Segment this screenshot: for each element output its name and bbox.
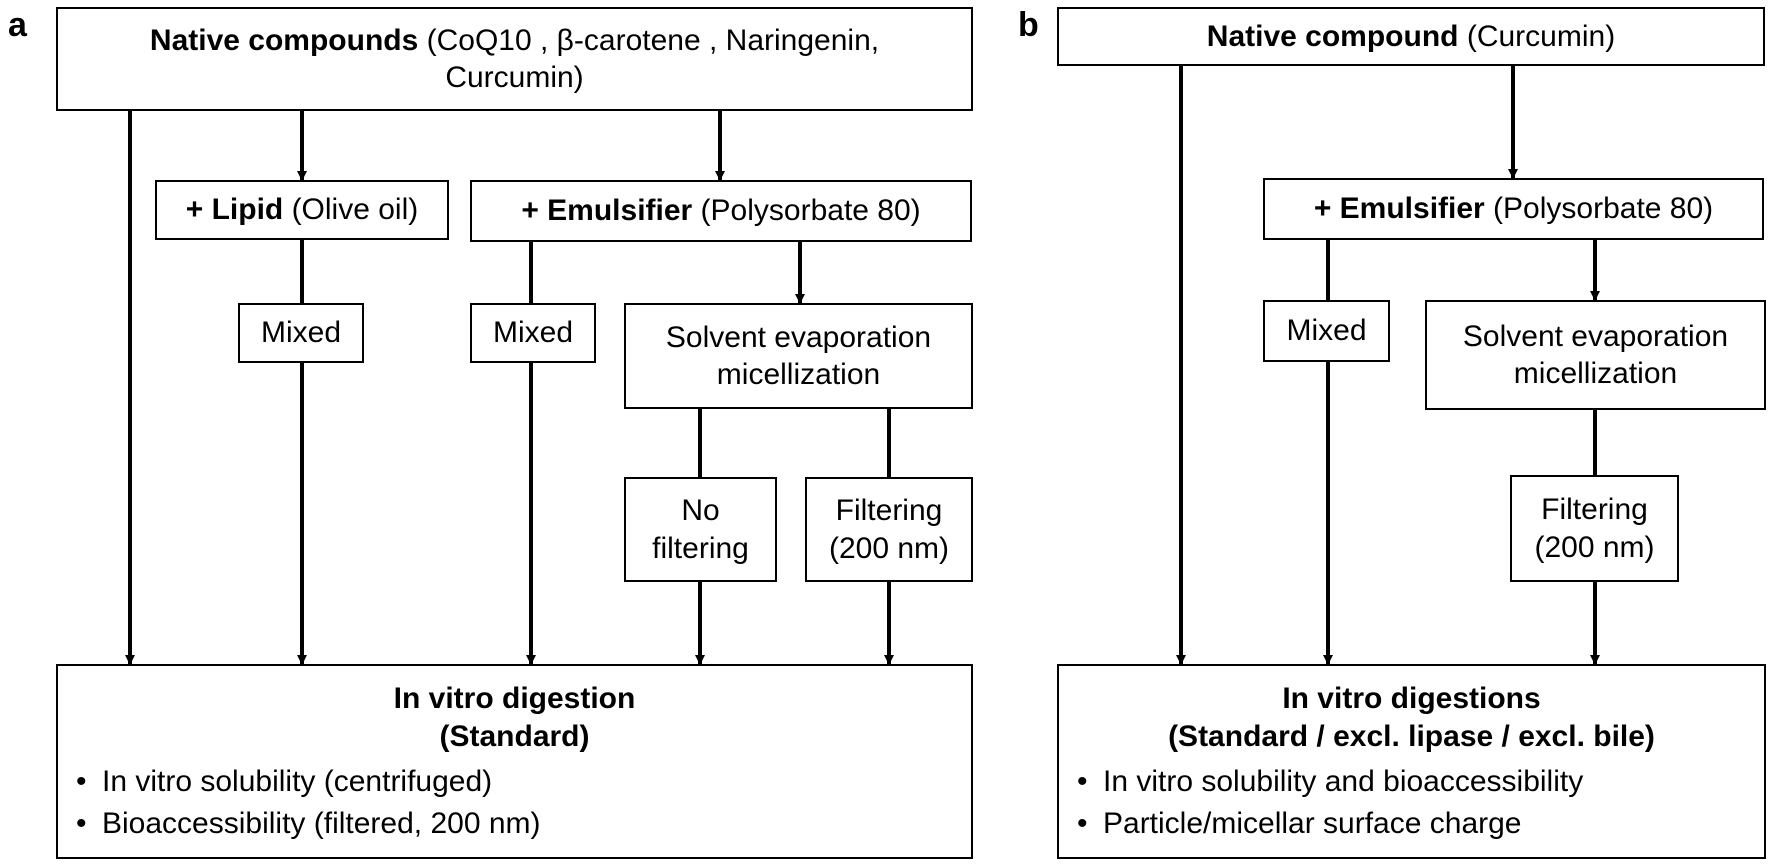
- solvent-line2: micellization: [716, 358, 881, 391]
- b-solvent-line2: micellization: [1513, 357, 1678, 390]
- b-mixed-box: Mixed: [1263, 300, 1390, 362]
- digestion-title: In vitro digestion: [393, 682, 636, 715]
- no-filtering-line2: filtering: [652, 531, 749, 565]
- lipid-box: + Lipid (Olive oil): [155, 180, 449, 240]
- digestion-bullet: In vitro solubility (centrifuged): [76, 761, 971, 803]
- b-mixed-label: Mixed: [1286, 314, 1367, 348]
- b-emulsifier-box: + Emulsifier (Polysorbate 80): [1263, 178, 1764, 240]
- digestion-bullet: Bioaccessibility (filtered, 200 nm): [76, 803, 971, 845]
- b-digestion-box: In vitro digestions (Standard / excl. li…: [1057, 664, 1766, 859]
- lipid-detail: (Olive oil): [283, 193, 419, 227]
- emulsifier-box: + Emulsifier (Polysorbate 80): [470, 180, 972, 242]
- b-digestion-subtitle: (Standard / excl. lipase / excl. bile): [1168, 719, 1655, 753]
- solvent-line1: Solvent evaporation: [665, 320, 932, 354]
- filtering-line2: (200 nm): [828, 531, 950, 565]
- panel-a-label: a: [8, 6, 27, 44]
- b-solvent-evaporation-box: Solvent evaporation micellization: [1425, 300, 1766, 410]
- lipid-bold: + Lipid: [185, 193, 284, 227]
- native-compounds-bold: Native compounds: [149, 23, 419, 57]
- native-compounds-detail: (CoQ10 , β-carotene , Naringenin,: [418, 23, 880, 57]
- filtering-box: Filtering (200 nm): [805, 477, 973, 582]
- emulsifier-bold: + Emulsifier: [521, 194, 693, 228]
- native-compounds-line2: Curcumin): [445, 61, 584, 94]
- b-filtering-line1: Filtering: [1541, 493, 1648, 526]
- b-emulsifier-bold: + Emulsifier: [1313, 192, 1485, 226]
- panel-b-label: b: [1018, 6, 1039, 44]
- native-compounds-box: Native compounds (CoQ10 , β-carotene , N…: [56, 7, 973, 111]
- b-digestion-bullet: In vitro solubility and bioaccessibility: [1077, 761, 1764, 803]
- no-filtering-box: No filtering: [624, 477, 777, 582]
- solvent-evaporation-box: Solvent evaporation micellization: [624, 303, 973, 409]
- b-native-bold: Native compound: [1206, 19, 1459, 53]
- mixed-emulsifier-label: Mixed: [492, 316, 574, 350]
- b-filtering-box: Filtering (200 nm): [1510, 475, 1679, 582]
- mixed-lipid-label: Mixed: [260, 316, 342, 350]
- b-native-detail: (Curcumin): [1458, 19, 1616, 53]
- mixed-lipid-box: Mixed: [238, 303, 364, 363]
- b-solvent-line1: Solvent evaporation: [1462, 319, 1729, 353]
- filtering-line1: Filtering: [835, 494, 943, 527]
- emulsifier-detail: (Polysorbate 80): [692, 194, 921, 228]
- b-digestion-bullet: Particle/micellar surface charge: [1077, 803, 1764, 845]
- native-compounds-line1: Native compounds (CoQ10 , β-carotene , N…: [150, 22, 879, 60]
- digestion-subtitle: (Standard): [439, 719, 590, 753]
- no-filtering-line1: No: [681, 494, 720, 527]
- digestion-bullets: In vitro solubility (centrifuged) Bioacc…: [58, 761, 971, 845]
- digestion-box: In vitro digestion (Standard) In vitro s…: [56, 664, 973, 859]
- b-digestion-bullets: In vitro solubility and bioaccessibility…: [1059, 761, 1764, 845]
- b-digestion-title: In vitro digestions: [1282, 682, 1541, 715]
- mixed-emulsifier-box: Mixed: [470, 303, 596, 363]
- b-emulsifier-detail: (Polysorbate 80): [1484, 192, 1714, 226]
- b-filtering-line2: (200 nm): [1534, 530, 1655, 564]
- b-native-compound-box: Native compound (Curcumin): [1057, 7, 1765, 66]
